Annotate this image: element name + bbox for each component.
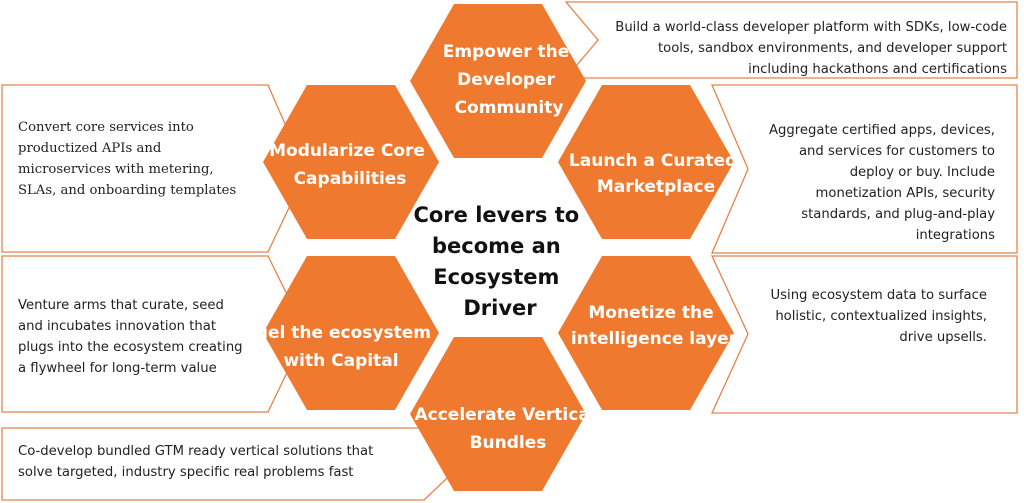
desc-text-intelligence: Using ecosystem data to surface holistic… bbox=[770, 288, 987, 345]
desc-box-vertical bbox=[1, 427, 463, 501]
hex-title-marketplace: Launch a Curated Marketplace bbox=[569, 151, 743, 197]
desc-box-empower bbox=[564, 1, 1018, 79]
hex-title-capital: Fuel the ecosystem with Capital bbox=[245, 323, 437, 371]
hex-intelligence bbox=[558, 256, 734, 410]
desc-text-modularize: Convert core services into productized A… bbox=[18, 120, 237, 198]
hex-marketplace bbox=[558, 85, 734, 239]
hex-vertical bbox=[410, 337, 586, 491]
desc-text-vertical: Co-develop bundled GTM ready vertical so… bbox=[18, 444, 374, 480]
desc-text-empower: Build a world-class developer platform w… bbox=[615, 20, 1007, 77]
desc-box-modularize bbox=[1, 84, 307, 253]
hex-title-empower: Empower the Developer Community bbox=[443, 42, 575, 118]
hex-capital bbox=[263, 256, 439, 410]
desc-text-marketplace: Aggregate certified apps, devices, and s… bbox=[769, 123, 995, 243]
hex-title-vertical: Accelerate Vertical Bundles bbox=[414, 405, 601, 453]
hex-empower bbox=[410, 4, 586, 158]
hex-title-intelligence: Monetize the intelligence layer bbox=[571, 303, 738, 349]
center-title: Core levers to become an Ecosystem Drive… bbox=[413, 203, 586, 320]
hex-title-modularize: Modularize Core Capabilities bbox=[269, 141, 431, 189]
desc-text-capital: Venture arms that curate, seed and incub… bbox=[18, 298, 243, 376]
hex-center bbox=[410, 170, 586, 324]
hex-modularize bbox=[263, 85, 439, 239]
desc-box-marketplace bbox=[711, 84, 1018, 254]
desc-box-intelligence bbox=[710, 255, 1018, 414]
